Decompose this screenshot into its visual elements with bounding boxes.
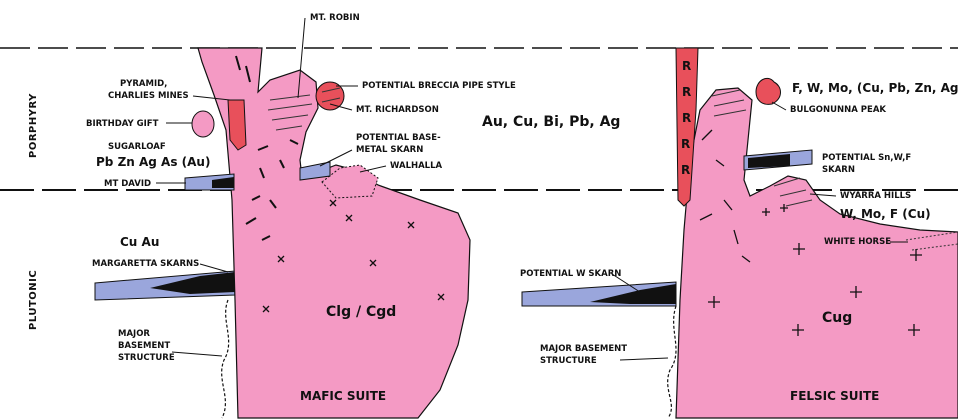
felsic-metals-top: F, W, Mo, (Cu, Pb, Zn, Ag) <box>792 81 958 95</box>
birthday-gift-label: BIRTHDAY GIFT <box>86 119 159 129</box>
felsic-rock-code: Cug <box>822 310 852 326</box>
dyke-letter-3: R <box>682 111 691 125</box>
base-metal-label-2: METAL SKARN <box>356 145 423 155</box>
base-metal-label-1: POTENTIAL BASE- <box>356 133 441 143</box>
pyramid-label-2: CHARLIES MINES <box>108 91 189 101</box>
potential-w-label: POTENTIAL W SKARN <box>520 269 621 279</box>
dyke-letter-1: R <box>682 59 691 73</box>
mafic-basement-label-2: BASEMENT <box>118 341 170 351</box>
mafic-rock-code: Clg / Cgd <box>326 304 396 320</box>
dyke-letter-5: R <box>681 163 690 177</box>
breccia-label: POTENTIAL BRECCIA PIPE STYLE <box>362 81 516 91</box>
felsic-suite-title: FELSIC SUITE <box>790 389 879 403</box>
dyke-letter-4: R <box>681 137 690 151</box>
mafic-basement-leader <box>172 352 222 356</box>
mt-robin-label: MT. ROBIN <box>310 13 360 23</box>
cu-au-label: Cu Au <box>120 235 159 249</box>
birthday-gift-body <box>192 111 214 137</box>
bulgonunna-leader <box>772 102 786 110</box>
wyarra-label: WYARRA HILLS <box>840 191 911 201</box>
dyke-letter-2: R <box>682 85 691 99</box>
porphyry-zone-label: PORPHYRY <box>28 93 39 158</box>
white-horse-label: WHITE HORSE <box>824 237 891 247</box>
mafic-basement-structure <box>222 300 229 418</box>
felsic-basement-structure <box>668 306 676 418</box>
sugarloaf-label: SUGARLOAF <box>108 142 166 152</box>
margaretta-label: MARGARETTA SKARNS <box>92 259 199 269</box>
sugarloaf-metals-label: Pb Zn Ag As (Au) <box>96 155 210 169</box>
mafic-basement-label-3: STRUCTURE <box>118 353 175 363</box>
wyarra-metals-label: W, Mo, F (Cu) <box>840 207 931 221</box>
margaretta-leader <box>200 264 228 272</box>
base-metal-leader <box>320 150 352 166</box>
mafic-metals-label: Au, Cu, Bi, Pb, Ag <box>482 114 620 130</box>
bulgonunna-label: BULGONUNNA PEAK <box>790 105 886 115</box>
snwf-label-2: SKARN <box>822 165 855 175</box>
plutonic-zone-label: PLUTONIC <box>28 270 39 330</box>
mt-richardson-label: MT. RICHARDSON <box>356 105 439 115</box>
snwf-label-1: POTENTIAL Sn,W,F <box>822 153 911 163</box>
felsic-basement-label-2: STRUCTURE <box>540 356 597 366</box>
mt-david-label: MT DAVID <box>104 179 151 189</box>
felsic-basement-leader <box>620 358 668 360</box>
bulgonunna-body <box>756 78 781 104</box>
pyramid-label-1: PYRAMID, <box>120 79 167 89</box>
mafic-suite-title: MAFIC SUITE <box>300 389 386 403</box>
walhalla-label: WALHALLA <box>390 161 443 171</box>
felsic-basement-label-1: MAJOR BASEMENT <box>540 344 627 354</box>
mafic-basement-label-1: MAJOR <box>118 329 150 339</box>
